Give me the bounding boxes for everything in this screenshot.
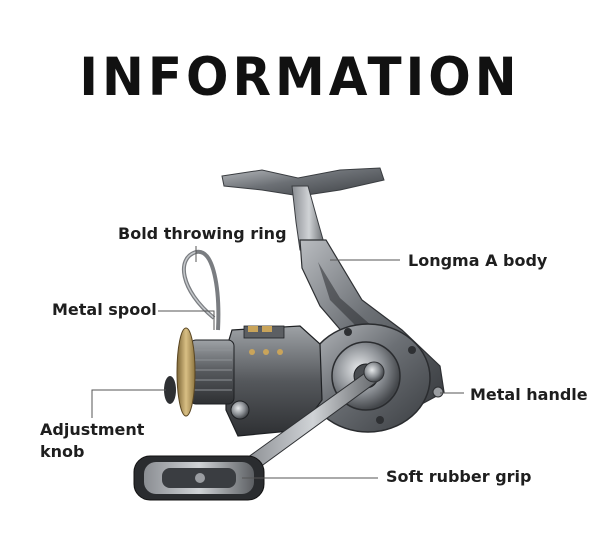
throwing-ring [181, 249, 221, 331]
label-adjustment-knob: Adjustment knob [40, 420, 145, 461]
label-metal-spool: Metal spool [52, 300, 157, 319]
metal-spool [176, 327, 235, 417]
label-metal-handle: Metal handle [470, 385, 588, 404]
reel-foot [221, 167, 385, 251]
leader-lines [91, 246, 464, 479]
adjustment-knob [164, 376, 176, 404]
page-title: INFORMATION [79, 46, 521, 108]
leader-adjustment-knob [91, 389, 166, 418]
leader-metal-spool [158, 310, 215, 330]
label-bold-throwing-ring: Bold throwing ring [118, 224, 287, 243]
soft-rubber-grip [133, 455, 265, 501]
label-longma-a-body: Longma A body [408, 251, 548, 270]
label-soft-rubber-grip: Soft rubber grip [386, 467, 532, 486]
